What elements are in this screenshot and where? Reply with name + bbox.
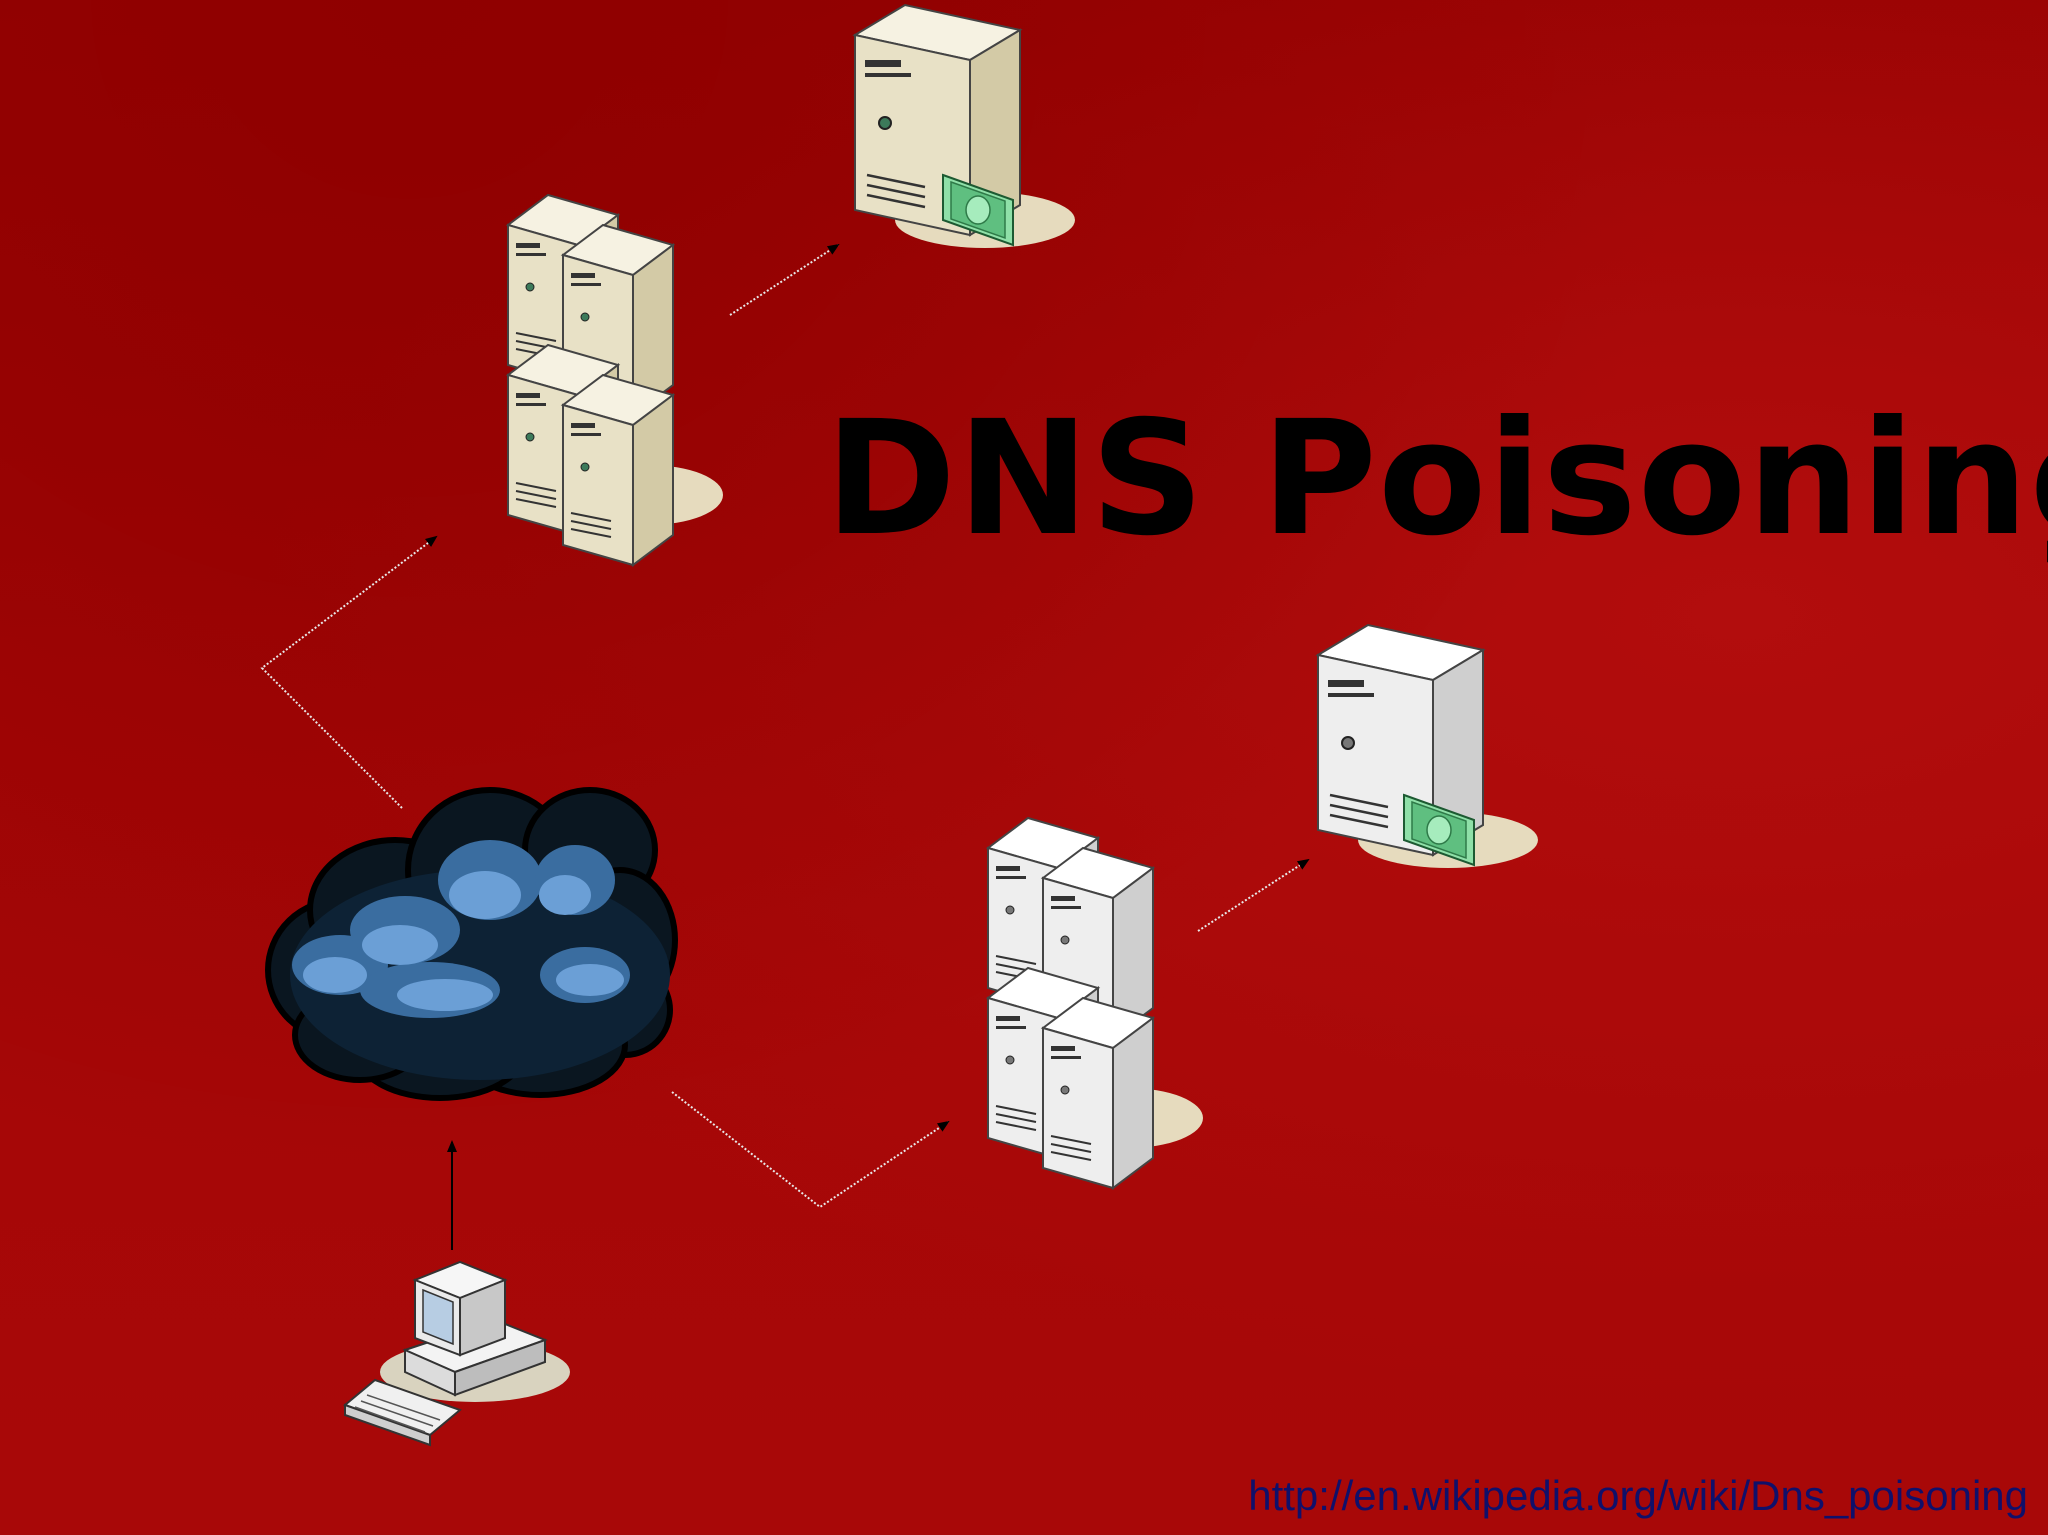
upper-dns-server-cluster-icon (507, 194, 723, 566)
slide-title: DNS Poisoning (825, 387, 2048, 571)
upper-web-server-icon (853, 3, 1077, 250)
connection-internet-to-lower-dns (671, 1091, 950, 1209)
connection-internet-to-upper-dns (260, 535, 438, 809)
connection-upper-dns-to-upper-web (729, 243, 840, 316)
desktop-computer-icon (343, 1260, 570, 1447)
connection-lower-dns-to-lower-web (1197, 858, 1310, 932)
lower-web-server-icon (1316, 623, 1540, 870)
internet-cloud-icon (265, 787, 678, 1101)
source-link[interactable]: http://en.wikipedia.org/wiki/Dns_poisoni… (1248, 1472, 2028, 1519)
lower-dns-server-cluster-icon (987, 817, 1203, 1189)
